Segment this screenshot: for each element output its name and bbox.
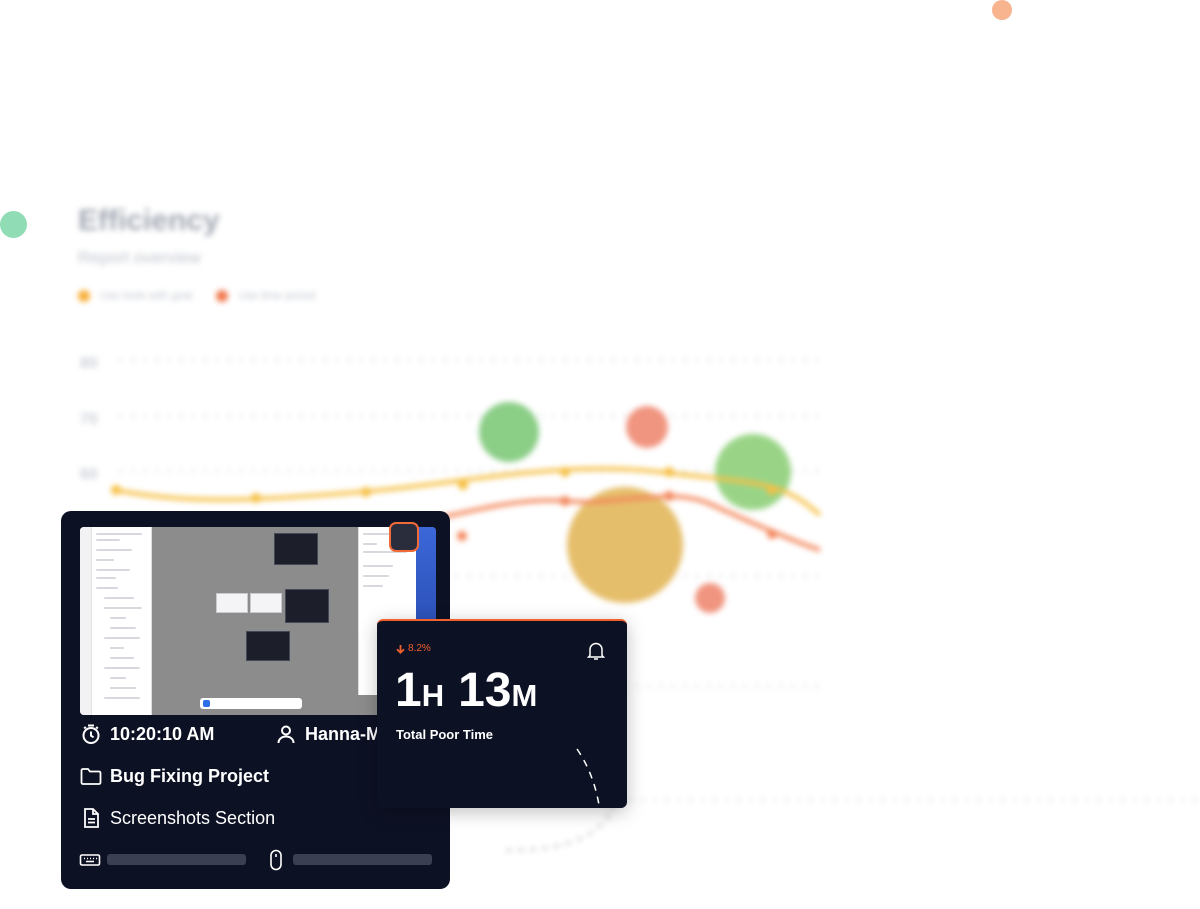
- y-tick-label: 70: [80, 411, 98, 428]
- mouse-activity-bar: [293, 854, 432, 865]
- data-point: [560, 496, 570, 506]
- legend-dot: [216, 290, 229, 302]
- y-tick-label: 80: [80, 355, 98, 372]
- legend-dot: [78, 290, 90, 302]
- data-point: [767, 485, 777, 495]
- user-name: Hanna-M: [305, 723, 381, 744]
- bubble: [695, 583, 725, 613]
- panel-line: [363, 585, 383, 587]
- panel-line: [96, 587, 118, 589]
- avatar[interactable]: [389, 522, 419, 552]
- poor-time-card: 8.2% 1H 13M Total Poor Time: [377, 619, 627, 808]
- data-point: [251, 493, 261, 503]
- panel-line: [96, 577, 116, 579]
- decorative-orange-dot: [992, 0, 1012, 20]
- panel-line: [104, 607, 142, 609]
- dashed-arc-overlay: [576, 748, 601, 808]
- user-row: Hanna-M: [275, 723, 381, 745]
- canvas-frame: [246, 631, 290, 661]
- background-efficiency-chart: Efficiency Report overview Use tools wit…: [60, 190, 1200, 880]
- keyboard-activity-bar: [107, 854, 246, 865]
- keyboard-icon: [79, 849, 101, 871]
- background-chart-plot: 80 70 60: [80, 355, 1200, 851]
- series-line-yellow: [114, 466, 822, 517]
- arrow-down-icon: [396, 644, 405, 654]
- canvas-frame: [216, 593, 248, 613]
- bell-icon[interactable]: [586, 641, 606, 666]
- screenshot-layers-panel: [80, 527, 152, 715]
- y-tick-label: 60: [80, 466, 98, 483]
- panel-line: [104, 697, 140, 699]
- decorative-green-dot: [0, 211, 27, 238]
- panel-line: [363, 543, 377, 545]
- bubble: [567, 487, 683, 603]
- panel-line: [104, 637, 140, 639]
- panel-line: [110, 677, 126, 679]
- data-point: [560, 467, 570, 477]
- background-chart-title: Efficiency: [78, 204, 220, 237]
- section-row: Screenshots Section: [80, 807, 275, 829]
- bubble: [626, 406, 668, 448]
- trend-indicator: 8.2%: [396, 643, 431, 654]
- panel-line: [110, 617, 126, 619]
- background-chart-legend: Use tools with goal Use time period: [78, 290, 315, 302]
- project-name: Bug Fixing Project: [110, 765, 270, 786]
- data-point: [457, 531, 467, 541]
- data-point: [111, 485, 121, 495]
- canvas-frame: [285, 589, 329, 623]
- background-chart-subtitle: Report overview: [78, 248, 201, 267]
- legend-item: Use time period: [216, 290, 315, 302]
- panel-line: [110, 687, 136, 689]
- hours-unit: H: [421, 678, 445, 713]
- panel-line: [96, 549, 132, 551]
- panel-line: [363, 533, 393, 535]
- dashed-arc: [499, 747, 618, 851]
- legend-label: Use time period: [238, 290, 316, 302]
- screenshot-thumbnail[interactable]: [80, 527, 436, 715]
- total-poor-time-value: 1H 13M: [395, 663, 551, 718]
- data-point: [767, 529, 777, 539]
- section-name: Screenshots Section: [110, 807, 276, 828]
- minutes-value: 13: [458, 664, 512, 717]
- panel-line: [96, 533, 142, 535]
- screenshot-toolbar: [200, 698, 302, 709]
- time-row: 10:20:10 AM: [80, 723, 214, 745]
- data-point: [361, 487, 371, 497]
- project-row: Bug Fixing Project: [80, 765, 269, 787]
- session-card: 10:20:10 AM Hanna-M Bug Fixing Project S…: [61, 511, 450, 889]
- panel-line: [110, 647, 124, 649]
- panel-line: [110, 627, 136, 629]
- document-icon: [80, 807, 102, 829]
- data-point: [664, 491, 674, 501]
- minutes-unit: M: [511, 678, 538, 713]
- panel-line: [104, 667, 140, 669]
- canvas-frame: [274, 533, 318, 565]
- canvas-frame: [250, 593, 282, 613]
- data-point: [664, 467, 674, 477]
- panel-line: [363, 565, 393, 567]
- total-poor-time-label: Total Poor Time: [396, 727, 494, 742]
- panel-line: [96, 539, 120, 541]
- panel-line: [363, 575, 389, 577]
- panel-line: [96, 569, 130, 571]
- panel-line: [110, 657, 134, 659]
- stopwatch-icon: [80, 723, 102, 745]
- trend-value: 8.2%: [408, 643, 431, 654]
- panel-line: [104, 597, 134, 599]
- panel-line: [363, 551, 407, 553]
- bubble: [715, 434, 791, 510]
- legend-item: Use tools with goal: [78, 290, 192, 302]
- session-time: 10:20:10 AM: [110, 723, 215, 744]
- hours-value: 1: [395, 664, 422, 717]
- series-line-orange: [359, 494, 821, 552]
- legend-label: Use tools with goal: [100, 290, 193, 302]
- bubble: [479, 402, 539, 462]
- screenshot-tool-rail: [80, 527, 92, 715]
- panel-line: [96, 559, 114, 561]
- user-icon: [275, 723, 297, 745]
- mouse-icon: [265, 849, 287, 871]
- folder-icon: [80, 765, 102, 787]
- data-point: [458, 480, 468, 490]
